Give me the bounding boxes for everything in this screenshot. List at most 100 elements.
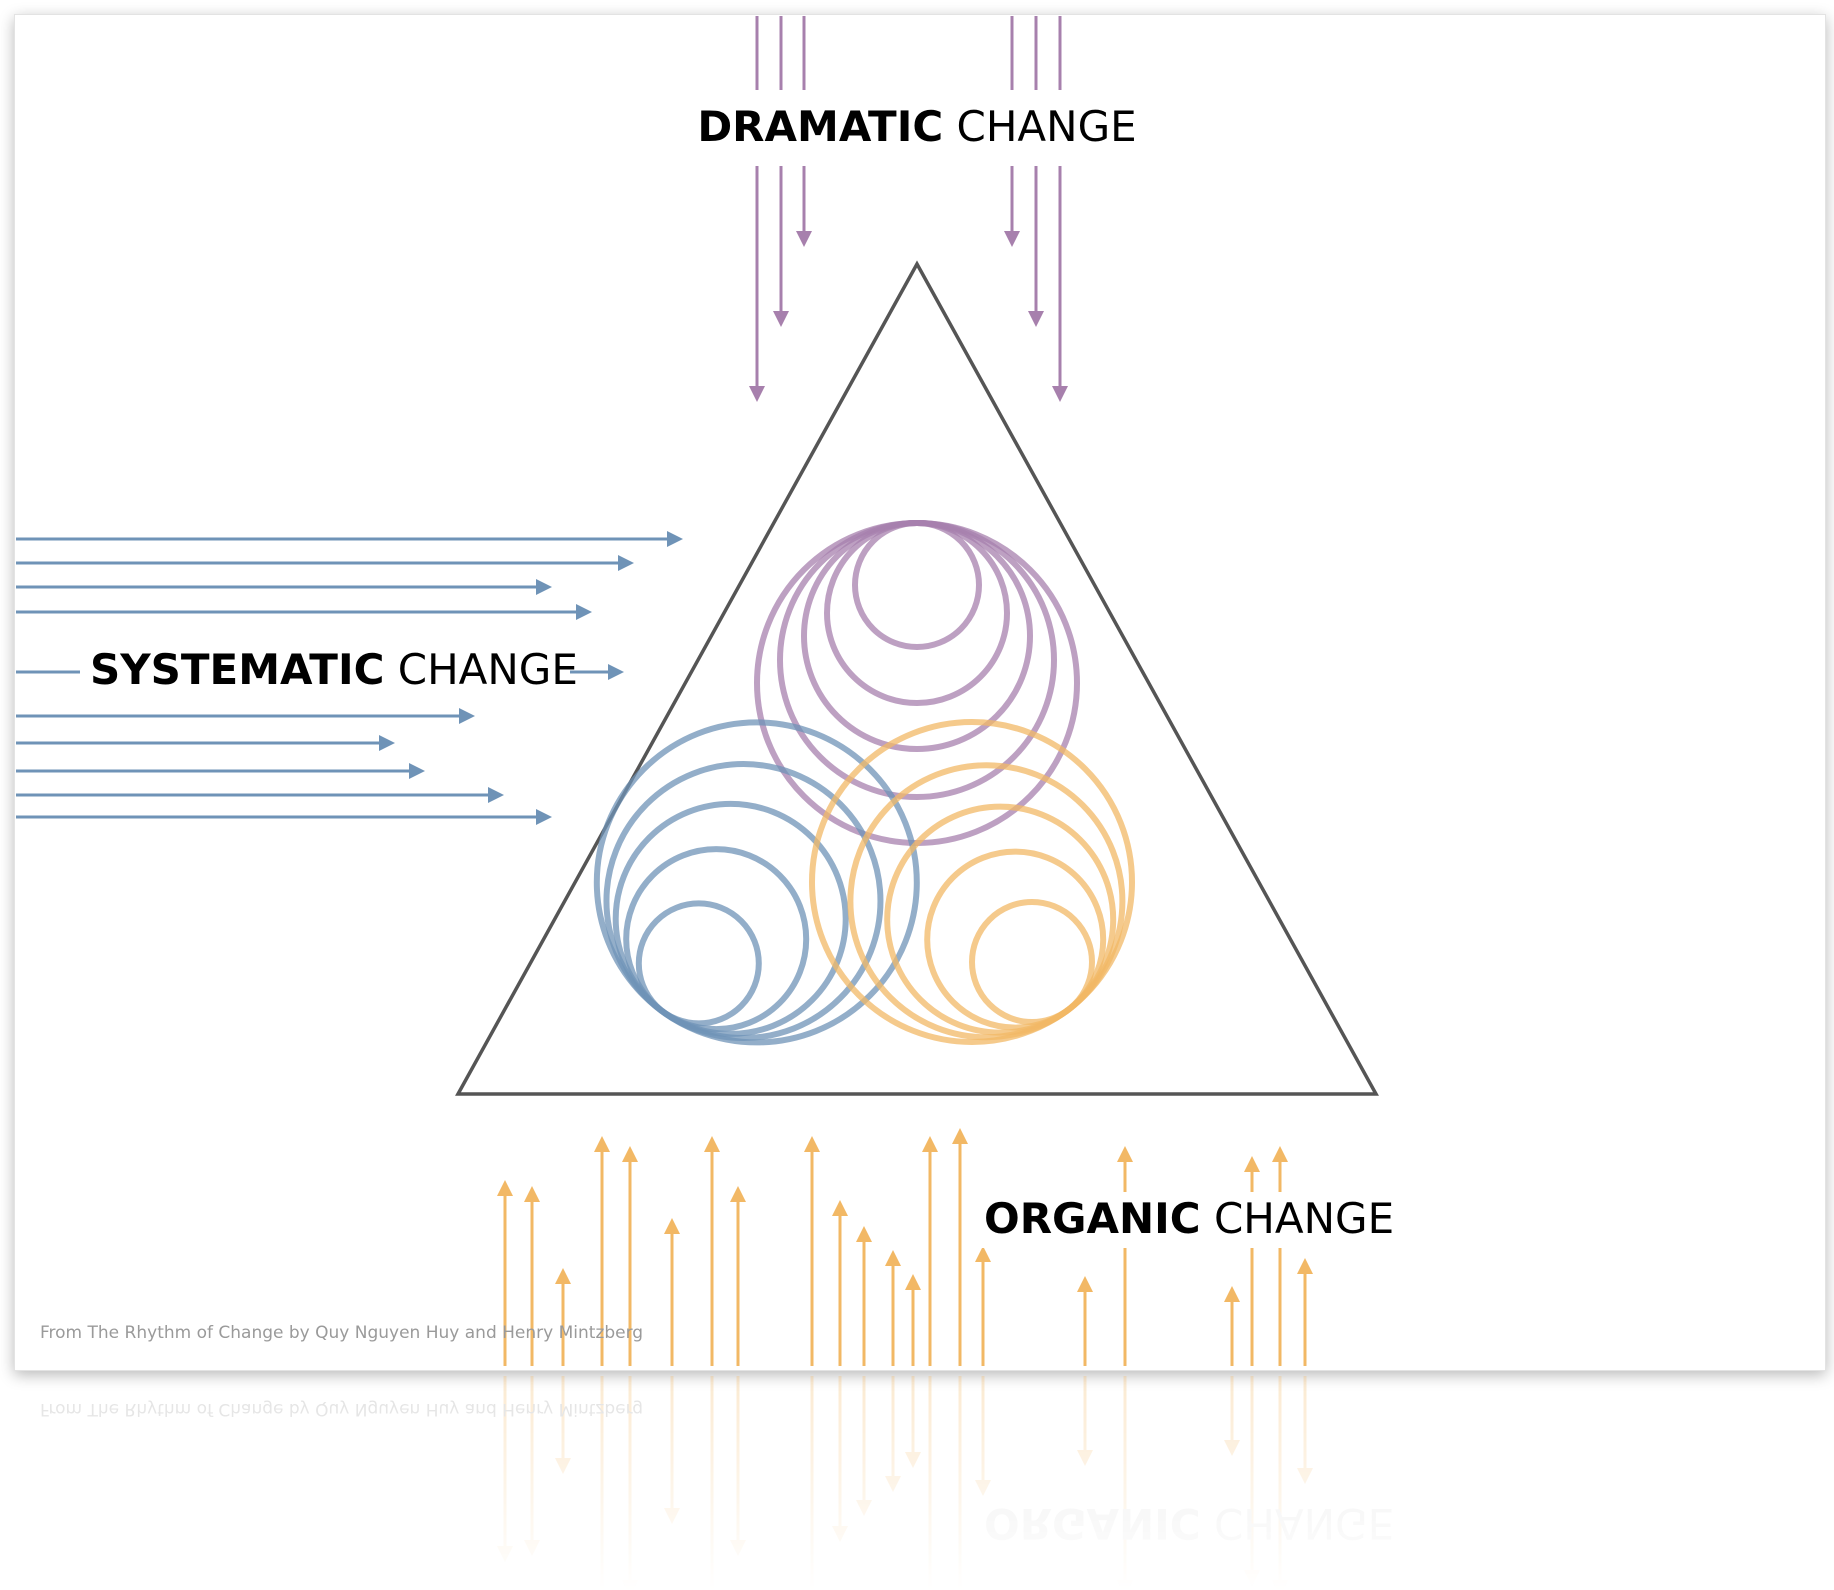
organic-arrow [555, 1268, 571, 1366]
dramatic-circles [754, 520, 1080, 846]
systematic-arrow [16, 787, 504, 803]
systematic-arrowhead [536, 809, 552, 825]
organic-arrowhead [1297, 1258, 1313, 1274]
organic-arrow [832, 1200, 848, 1366]
systematic-arrowhead [576, 604, 592, 620]
nested-circle [852, 520, 982, 650]
dramatic-label-bold: DRAMATIC [697, 102, 943, 151]
organic-arrow [804, 1136, 820, 1366]
organic-arrow [885, 1250, 901, 1366]
dramatic-arrow [773, 16, 789, 327]
dramatic-arrow [1052, 16, 1068, 402]
organic-arrowhead [952, 1128, 968, 1144]
systematic-change-label: SYSTEMATIC CHANGE [90, 645, 578, 694]
organic-arrowhead [804, 1136, 820, 1152]
organic-arrowhead [1272, 1146, 1288, 1162]
organic-arrowhead [1244, 1156, 1260, 1172]
organic-arrowhead [885, 1250, 901, 1266]
nested-circle [603, 761, 884, 1042]
nested-circle [635, 900, 762, 1027]
systematic-arrow [16, 708, 475, 724]
organic-change-label: ORGANIC CHANGE [984, 1194, 1394, 1243]
systematic-arrowhead [488, 787, 504, 803]
organic-label-rest: CHANGE [1201, 1194, 1395, 1243]
organic-arrowhead [594, 1136, 610, 1152]
organic-arrow [952, 1128, 968, 1366]
organic-arrow [1117, 1146, 1133, 1366]
nested-circle [884, 803, 1117, 1036]
organic-arrow [524, 1186, 540, 1366]
organic-arrow [497, 1180, 513, 1366]
change-triangle [455, 260, 1379, 1096]
systematic-arrow [16, 604, 592, 620]
systematic-arrow [16, 555, 634, 571]
organic-arrowhead [1224, 1286, 1240, 1302]
organic-arrow [1272, 1146, 1288, 1366]
dramatic-arrowhead [1052, 386, 1068, 402]
systematic-arrowhead [667, 531, 683, 547]
nested-circle [623, 846, 810, 1033]
organic-arrow [730, 1186, 746, 1366]
organic-circles [809, 719, 1135, 1045]
dramatic-arrowhead [773, 311, 789, 327]
systematic-label-rest: CHANGE [384, 645, 578, 694]
organic-arrowhead [975, 1246, 991, 1262]
nested-circle [924, 848, 1107, 1031]
organic-arrowhead [524, 1186, 540, 1202]
systematic-arrowhead [379, 735, 395, 751]
organic-arrow [704, 1136, 720, 1366]
organic-arrow [664, 1218, 680, 1366]
dramatic-arrowhead [1004, 231, 1020, 247]
organic-arrowhead [832, 1200, 848, 1216]
organic-arrow [856, 1226, 872, 1366]
organic-arrowhead [664, 1218, 680, 1234]
nested-circle [777, 520, 1057, 800]
dramatic-arrow [1004, 16, 1020, 247]
dramatic-change-label: DRAMATIC CHANGE [697, 102, 1136, 151]
organic-arrowhead [704, 1136, 720, 1152]
nested-circle [847, 762, 1126, 1041]
nested-circle [612, 800, 849, 1037]
systematic-label-bold: SYSTEMATIC [90, 645, 384, 694]
systematic-arrowhead [536, 579, 552, 595]
organic-arrowhead [922, 1136, 938, 1152]
nested-circle [593, 719, 920, 1046]
organic-arrow [1244, 1156, 1260, 1366]
dramatic-arrowhead [749, 386, 765, 402]
organic-arrow [1297, 1258, 1313, 1366]
systematic-arrow [16, 763, 425, 779]
organic-arrowhead [1077, 1276, 1093, 1292]
dramatic-arrow [1028, 16, 1044, 327]
dramatic-arrowhead [796, 231, 812, 247]
systematic-arrowhead [608, 664, 624, 680]
organic-arrowhead [730, 1186, 746, 1202]
source-credit: From The Rhythm of Change by Quy Nguyen … [40, 1323, 643, 1343]
nested-circle [809, 719, 1135, 1045]
nested-circle [969, 899, 1095, 1025]
organic-arrow [922, 1136, 938, 1366]
systematic-arrowhead [409, 763, 425, 779]
diagram-card [14, 14, 1826, 1371]
dramatic-arrow [796, 16, 812, 247]
organic-arrow [1077, 1276, 1093, 1366]
systematic-arrowhead [618, 555, 634, 571]
systematic-arrow [16, 531, 683, 547]
systematic-circles [593, 719, 920, 1046]
organic-arrow [594, 1136, 610, 1366]
dramatic-change-arrows [749, 16, 1068, 402]
systematic-arrow [16, 579, 552, 595]
organic-label-backdrop [980, 1192, 1400, 1248]
organic-arrow [975, 1246, 991, 1366]
dramatic-arrow [749, 16, 765, 402]
organic-arrowhead [622, 1146, 638, 1162]
systematic-arrowhead [459, 708, 475, 724]
systematic-change-arrows [16, 531, 683, 825]
organic-arrowhead [905, 1274, 921, 1290]
organic-arrow [905, 1274, 921, 1366]
organic-arrowhead [497, 1180, 513, 1196]
organic-arrowhead [1117, 1146, 1133, 1162]
organic-arrowhead [555, 1268, 571, 1284]
systematic-arrow [16, 735, 395, 751]
organic-change-arrows [497, 1128, 1313, 1366]
